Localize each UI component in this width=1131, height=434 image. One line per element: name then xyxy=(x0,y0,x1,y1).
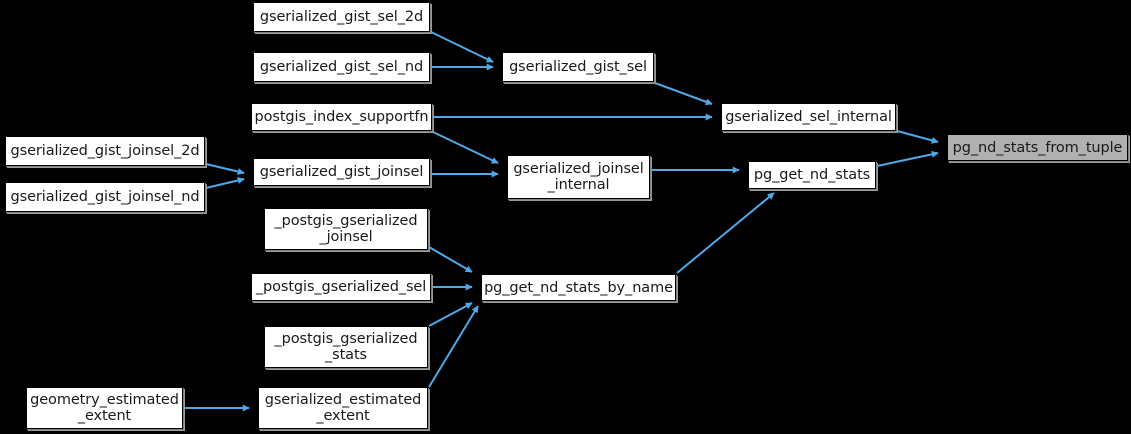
graph-node-label: pg_nd_stats_from_tuple xyxy=(952,139,1123,156)
graph-node-pg-get-nd-stats[interactable]: pg_get_nd_stats xyxy=(748,161,876,189)
graph-node-label: gserialized_gist_joinsel_nd xyxy=(10,189,200,205)
graph-node-label: _postgis_gserialized _stats xyxy=(274,331,418,363)
graph-node-label: _postgis_gserialized_sel xyxy=(255,279,427,295)
graph-node-label: gserialized_joinsel _internal xyxy=(513,161,644,193)
call-edge xyxy=(896,130,939,144)
graph-node-label: gserialized_gist_joinsel xyxy=(259,164,424,180)
graph-node-label: gserialized_gist_sel xyxy=(509,59,647,75)
graph-node--postgis-gserialized-sel[interactable]: _postgis_gserialized_sel xyxy=(251,273,431,301)
graph-node--postgis-gserialized-stats[interactable]: _postgis_gserialized _stats xyxy=(264,326,428,368)
graph-node-label: postgis_index_supportfn xyxy=(254,109,429,125)
call-edge xyxy=(676,192,775,274)
graph-node-gserialized-gist-joinsel[interactable]: gserialized_gist_joinsel xyxy=(253,158,430,186)
call-edge xyxy=(432,131,499,164)
call-edge xyxy=(205,177,245,189)
graph-node-gserialized-sel-internal[interactable]: gserialized_sel_internal xyxy=(721,103,896,131)
call-edge xyxy=(428,305,479,388)
graph-node-label: geometry_estimated _extent xyxy=(30,392,179,424)
call-edge xyxy=(428,302,473,327)
call-edge xyxy=(654,82,713,106)
graph-node-pg-get-nd-stats-by-name[interactable]: pg_get_nd_stats_by_name xyxy=(481,274,676,301)
graph-node-label: gserialized_gist_sel_2d xyxy=(259,9,424,25)
graph-node-label: gserialized_estimated _extent xyxy=(264,392,422,424)
graph-node-pg-nd-stats-from-tuple[interactable]: pg_nd_stats_from_tuple xyxy=(947,134,1128,161)
graph-node-label: gserialized_gist_joinsel_2d xyxy=(10,143,200,159)
call-edge xyxy=(430,31,494,63)
graph-node-label: pg_get_nd_stats xyxy=(753,167,871,183)
graph-node-postgis-index-supportfn[interactable]: postgis_index_supportfn xyxy=(251,103,432,131)
graph-node-gserialized-joinsel-internal[interactable]: gserialized_joinsel _internal xyxy=(507,155,650,199)
graph-node-label: gserialized_sel_internal xyxy=(725,109,892,125)
graph-node-gserialized-gist-sel-2d[interactable]: gserialized_gist_sel_2d xyxy=(253,2,430,32)
call-edge xyxy=(428,246,473,273)
graph-node-gserialized-estimated-extent[interactable]: gserialized_estimated _extent xyxy=(258,387,428,429)
graph-node--postgis-gserialized-joinsel[interactable]: _postgis_gserialized _joinsel xyxy=(264,208,428,250)
graph-node-label: pg_get_nd_stats_by_name xyxy=(484,279,673,296)
graph-node-label: gserialized_gist_sel_nd xyxy=(259,59,424,75)
graph-node-geometry-estimated-extent[interactable]: geometry_estimated _extent xyxy=(26,387,183,429)
call-edge xyxy=(876,150,939,167)
call-edge xyxy=(205,163,245,175)
graph-node-gserialized-gist-joinsel-nd[interactable]: gserialized_gist_joinsel_nd xyxy=(5,182,205,212)
graph-node-gserialized-gist-sel[interactable]: gserialized_gist_sel xyxy=(502,52,654,82)
graph-node-gserialized-gist-sel-nd[interactable]: gserialized_gist_sel_nd xyxy=(253,52,430,82)
graph-node-label: _postgis_gserialized _joinsel xyxy=(274,213,418,245)
graph-node-gserialized-gist-joinsel-2d[interactable]: gserialized_gist_joinsel_2d xyxy=(5,136,205,166)
